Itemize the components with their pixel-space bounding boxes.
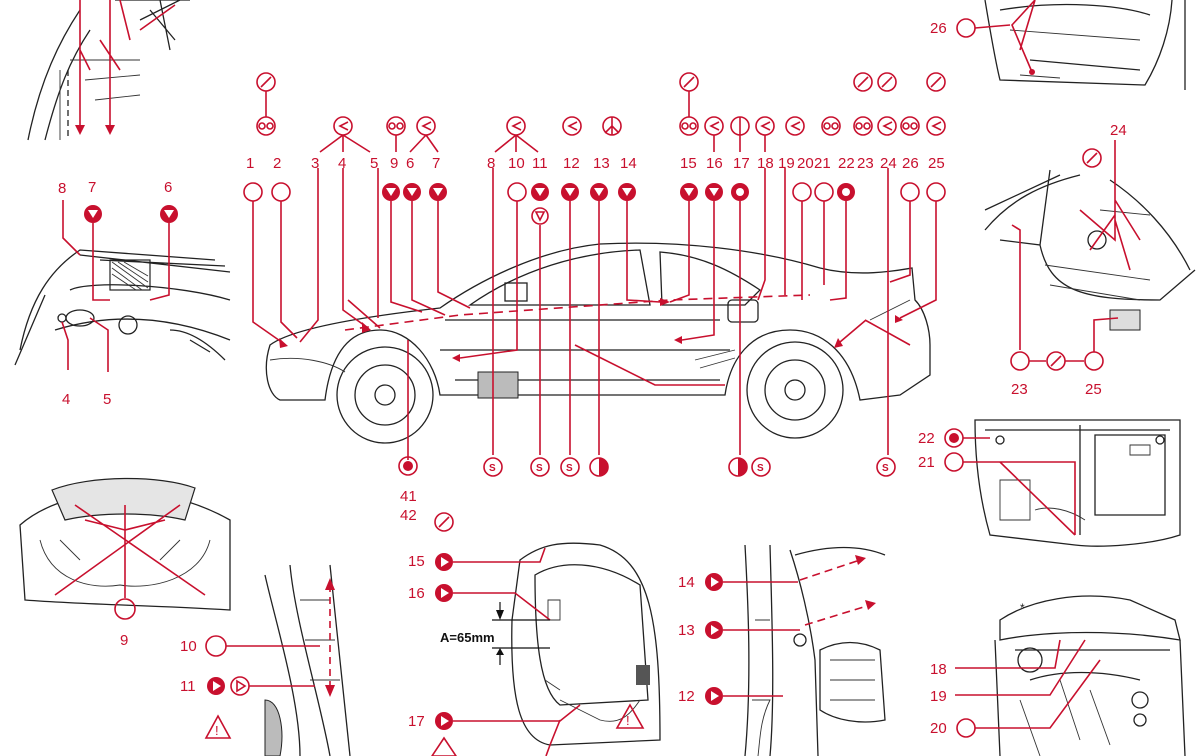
marker-10: 10 — [508, 155, 525, 172]
rear-corner-label-20: 20 — [930, 720, 947, 737]
leader-lines — [252, 168, 937, 455]
rear-pillar-label-12: 12 — [678, 688, 695, 705]
rear-corner-label-19: 19 — [930, 688, 947, 705]
marker-21: 21 — [814, 155, 831, 172]
marker-15: 15 — [680, 155, 697, 172]
tailgate-label-21: 21 — [918, 454, 935, 471]
rear-pillar-label-14: 14 — [678, 574, 695, 591]
marker-6: 6 — [406, 155, 414, 172]
marker-13: 13 — [593, 155, 610, 172]
svg-text:S: S — [536, 463, 543, 474]
callout-7: 7 — [84, 179, 110, 301]
position-markers — [243, 182, 946, 225]
bottom-markers: 41 42 S S S S S — [398, 340, 896, 524]
marker-1: 1 — [246, 155, 254, 172]
marker-24: 24 — [880, 155, 897, 172]
marker-16: 16 — [706, 155, 723, 172]
top-number-row: 1 2 3 4 5 9 6 7 8 10 11 12 13 14 15 16 1… — [246, 155, 945, 172]
rear-pillar-label-13: 13 — [678, 622, 695, 639]
detail-rear-pillar: 14 13 12 — [678, 544, 886, 756]
svg-text:S: S — [757, 463, 764, 474]
marker-17: 17 — [733, 155, 750, 172]
marker-2: 2 — [273, 155, 281, 172]
detail-door: ! 15 16 A=65mm 17 — [408, 512, 661, 756]
callout-4: 4 — [61, 321, 70, 408]
marker-5: 5 — [370, 155, 378, 172]
detail-tailgate: 22 21 — [918, 419, 1181, 547]
hood-label-9: 9 — [120, 632, 128, 649]
trunk-label-24: 24 — [1110, 122, 1127, 139]
rear-corner-label-18: 18 — [930, 661, 947, 678]
svg-text:S: S — [489, 463, 496, 474]
top-symbols — [256, 72, 946, 153]
tailgate-label-22: 22 — [918, 430, 935, 447]
detail-front-pillar: 10 11 ! — [180, 564, 351, 756]
rear-hatch-label-26: 26 — [930, 20, 947, 37]
engine-bay-label-5: 5 — [103, 391, 111, 408]
engine-bay-label-8: 8 — [58, 180, 66, 197]
marker-23: 23 — [857, 155, 874, 172]
marker-14: 14 — [620, 155, 637, 172]
marker-19: 19 — [778, 155, 795, 172]
dimension-label: A=65mm — [440, 630, 495, 645]
callout-8: 8 — [58, 180, 81, 256]
detail-rear-hatch: 26 — [930, 0, 1186, 90]
marker-9: 9 — [390, 155, 398, 172]
door-label-16: 16 — [408, 585, 425, 602]
detail-top-left — [27, 0, 190, 141]
door-label-17: 17 — [408, 713, 425, 730]
marker-12: 12 — [563, 155, 580, 172]
engine-bay-label-6: 6 — [164, 179, 172, 196]
marker-22: 22 — [838, 155, 855, 172]
marker-42: 42 — [400, 507, 417, 524]
detail-trunk: 24 23 25 — [984, 122, 1196, 398]
front-pillar-label-11: 11 — [180, 678, 196, 695]
car-side-view — [265, 242, 931, 444]
marker-20: 20 — [797, 155, 814, 172]
marker-11: 11 — [532, 155, 548, 172]
trunk-label-25: 25 — [1085, 381, 1102, 398]
front-pillar-label-10: 10 — [180, 638, 197, 655]
marker-18: 18 — [757, 155, 774, 172]
svg-text:*: * — [1020, 601, 1025, 615]
trunk-label-23: 23 — [1011, 381, 1028, 398]
marker-8: 8 — [487, 155, 495, 172]
engine-bay-label-7: 7 — [88, 179, 96, 196]
detail-rear-corner: * 18 19 20 — [930, 595, 1186, 756]
marker-26: 26 — [902, 155, 919, 172]
marker-4: 4 — [338, 155, 346, 172]
marker-41: 41 — [400, 488, 417, 505]
svg-text:S: S — [882, 463, 889, 474]
callout-5: 5 — [89, 317, 111, 408]
detail-engine-bay: 8 7 6 4 5 — [14, 179, 231, 408]
marker-3: 3 — [311, 155, 319, 172]
door-label-15: 15 — [408, 553, 425, 570]
engine-bay-label-4: 4 — [62, 391, 70, 408]
detail-hood: 9 — [19, 477, 231, 649]
marker-25: 25 — [928, 155, 945, 172]
svg-text:S: S — [566, 463, 573, 474]
callout-6: 6 — [149, 179, 178, 301]
svg-text:!: ! — [626, 713, 630, 728]
marker-7: 7 — [432, 155, 440, 172]
svg-text:!: ! — [215, 723, 219, 738]
